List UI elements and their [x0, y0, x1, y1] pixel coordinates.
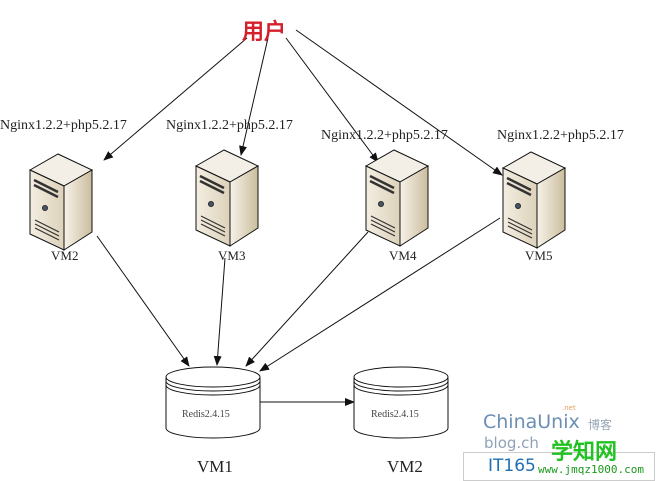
database-icon-vm2 [353, 366, 449, 439]
blog-url-watermark: blog.ch [484, 434, 539, 452]
server-name-vm5: VM5 [525, 248, 553, 263]
arrow-vm5-to-redis [259, 217, 501, 372]
arrow-user-to-vm3 [239, 37, 269, 156]
arrow-vm2-to-redis [96, 235, 190, 367]
arrow-user-to-vm2 [103, 37, 248, 161]
arrow-vm3-to-redis [213, 257, 226, 366]
software-label-vm4: Nginx1.2.2+php5.2.17 [321, 128, 448, 143]
database-name-vm1: VM1 [197, 457, 233, 476]
chinaunix-watermark: ChinaUnix [483, 411, 580, 433]
server-icon-vm3 [194, 148, 260, 248]
user-label: 用户 [242, 20, 287, 45]
server-name-vm3: VM3 [218, 248, 246, 263]
server-icon-vm5 [501, 150, 567, 250]
it165-watermark: IT165 [488, 456, 536, 476]
server-icon-vm4 [364, 148, 430, 248]
arrow-user-to-vm5 [295, 29, 503, 176]
server-name-vm4: VM4 [389, 248, 417, 263]
site-url-watermark: www.jmqz1000.com [538, 463, 644, 476]
it165-watermark-box [463, 452, 655, 481]
arrow-user-to-vm4 [285, 37, 379, 163]
database-software-vm1: Redis2.4.15 [182, 409, 230, 420]
database-name-vm2: VM2 [387, 457, 423, 476]
arrow-vm4-to-redis [245, 231, 369, 367]
software-label-vm2: Nginx1.2.2+php5.2.17 [0, 118, 127, 133]
database-icon-vm1 [165, 366, 261, 439]
database-software-vm2: Redis2.4.15 [371, 409, 419, 420]
software-label-vm3: Nginx1.2.2+php5.2.17 [166, 118, 293, 133]
chinaunix-net-watermark: .net [562, 404, 576, 412]
server-name-vm2: VM2 [51, 248, 79, 263]
software-label-vm5: Nginx1.2.2+php5.2.17 [497, 128, 624, 143]
server-icon-vm2 [28, 152, 94, 252]
xuezhi-watermark: 学知网 [551, 440, 618, 465]
chinaunix-blog-watermark: 博客 [588, 418, 613, 432]
